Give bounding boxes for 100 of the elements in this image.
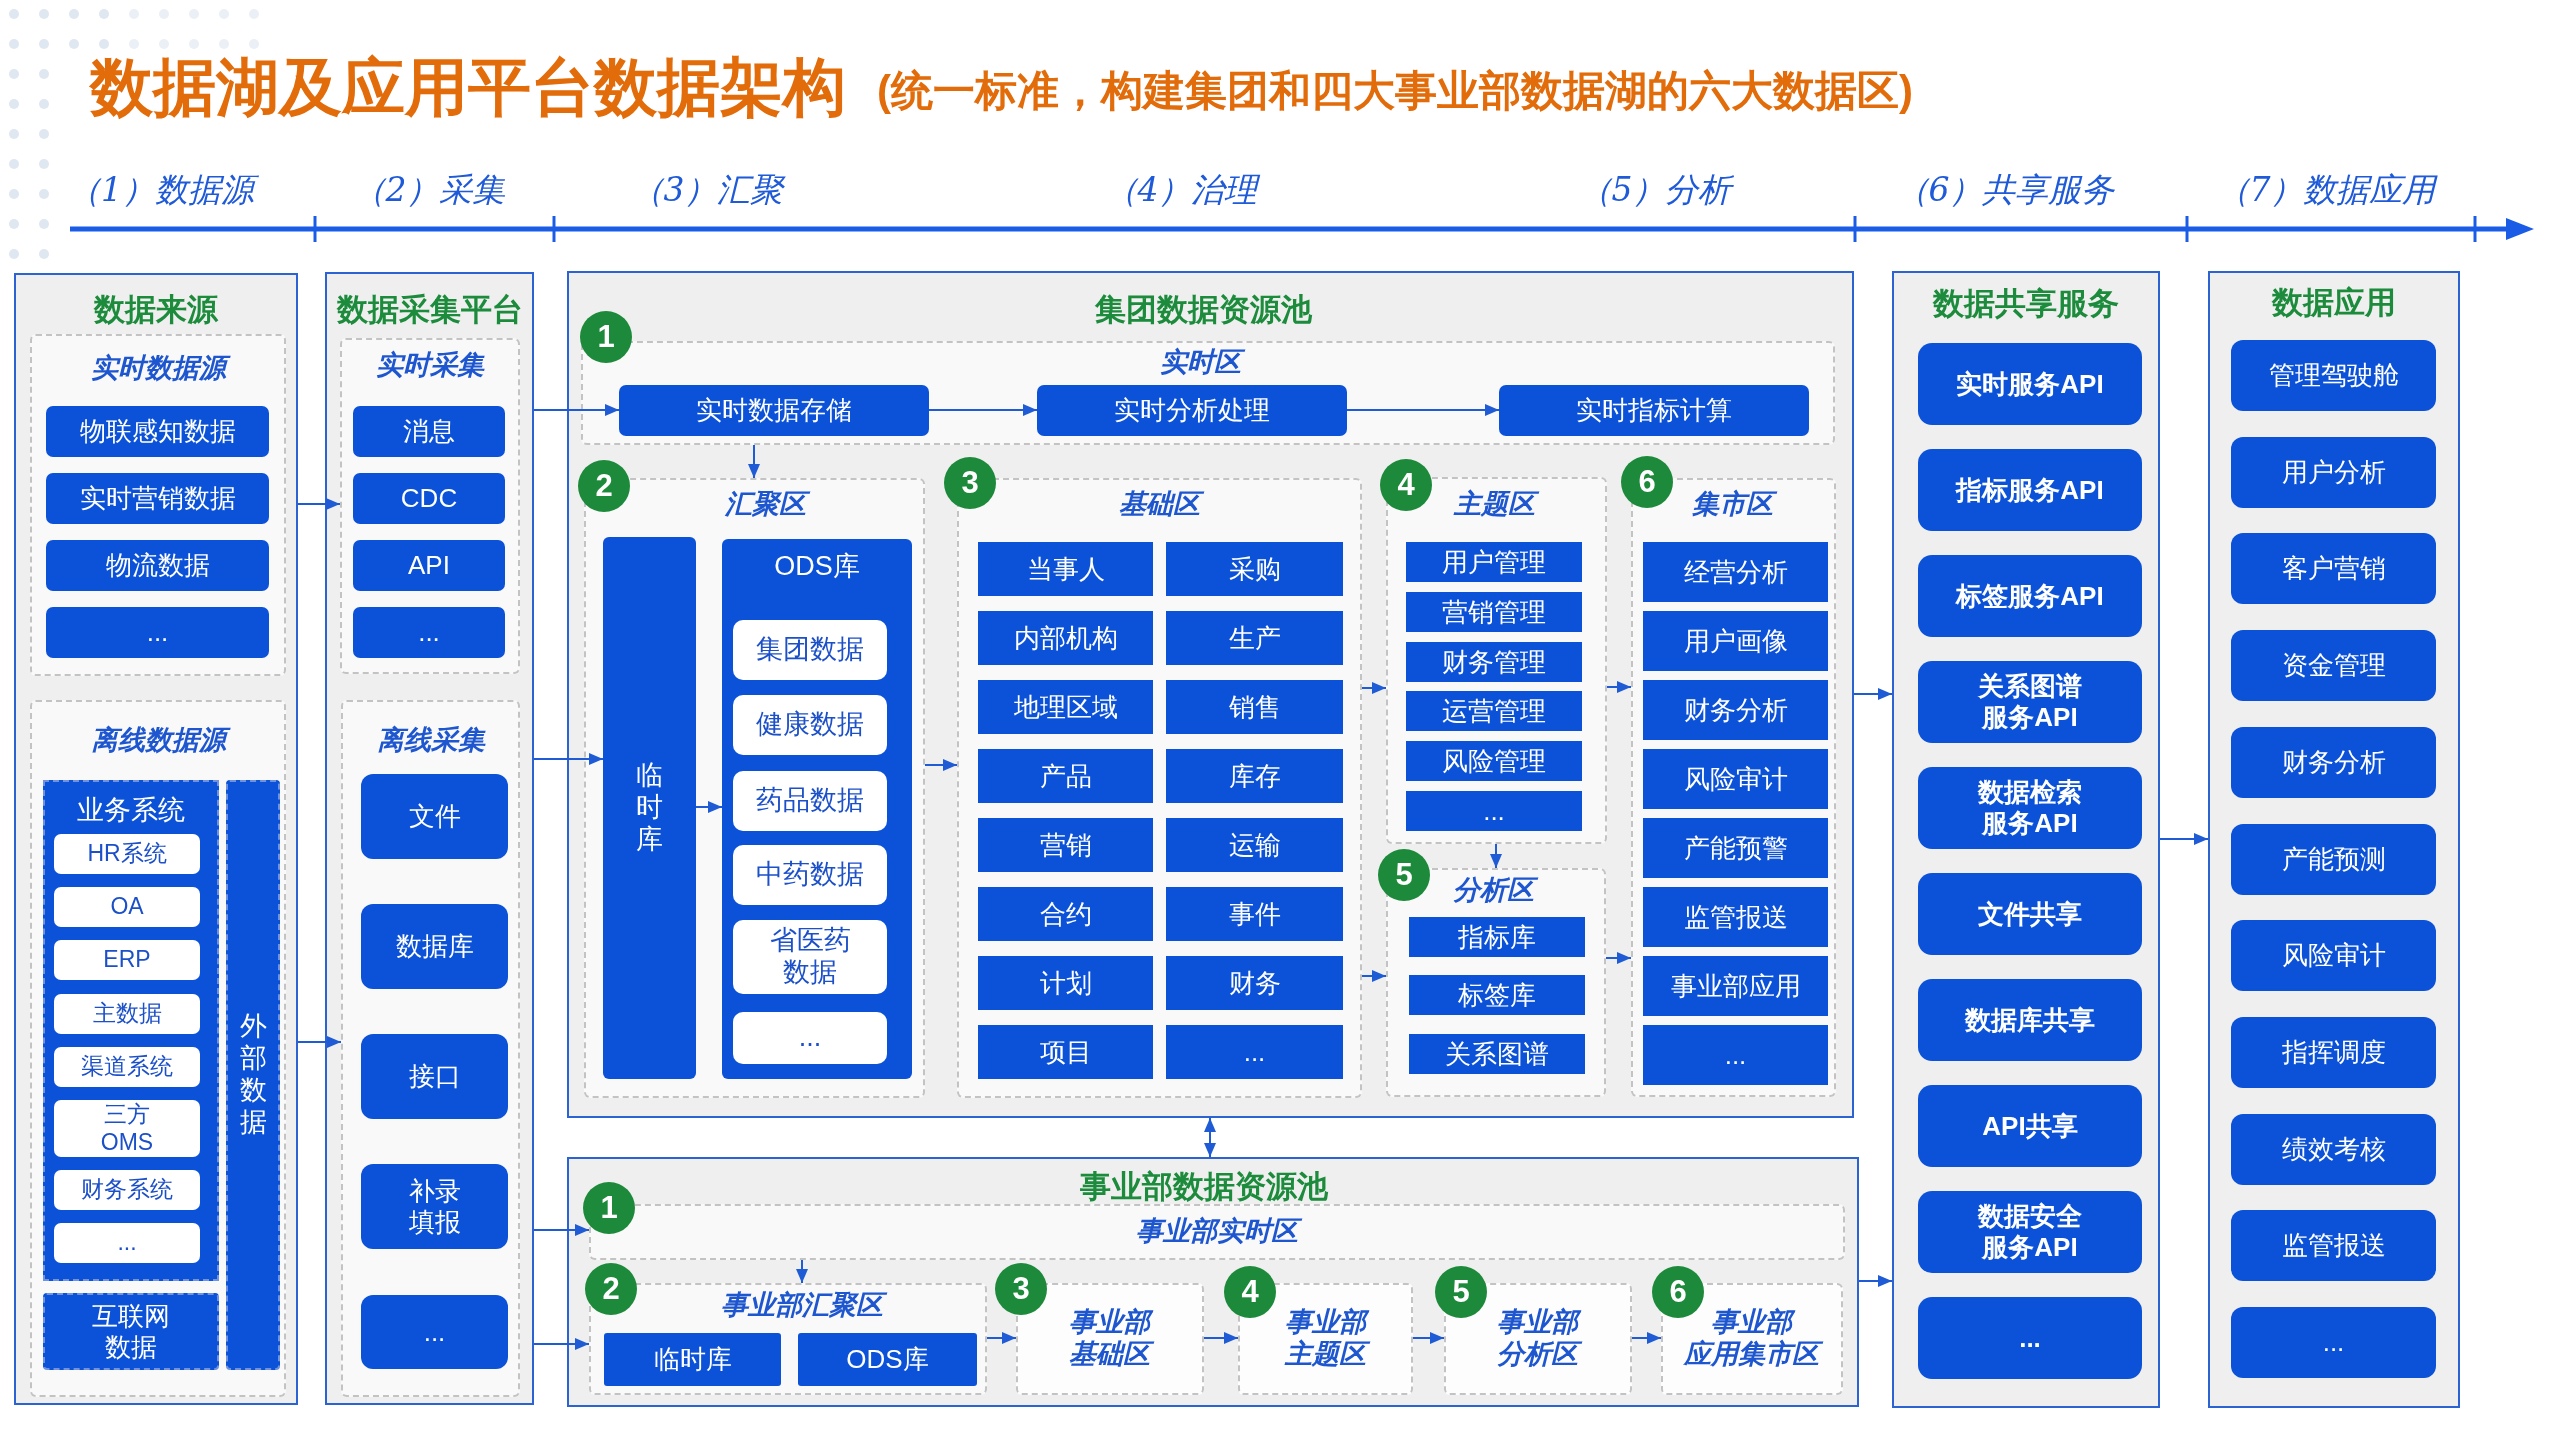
item-box: 地理区域 — [978, 680, 1153, 734]
item-box: ... — [1918, 1297, 2142, 1379]
item-box: 风险审计 — [2231, 920, 2436, 991]
step-badge: 2 — [578, 460, 630, 512]
item-box: 数据安全服务API — [1918, 1191, 2142, 1273]
item-box: 财务管理 — [1406, 642, 1582, 682]
item-box: ... — [1643, 1025, 1828, 1085]
arrow — [2159, 833, 2209, 845]
item-box: 管理驾驶舱 — [2231, 340, 2436, 411]
item-box: 事件 — [1166, 887, 1343, 941]
arrow — [986, 1332, 1017, 1344]
item-box: 集团数据 — [733, 620, 887, 680]
arrow — [1605, 952, 1632, 964]
group-title: 业务系统 — [77, 794, 185, 828]
item-box: 物流数据 — [46, 540, 269, 591]
step-badge: 4 — [1224, 1266, 1276, 1318]
item-box: ... — [46, 607, 269, 658]
step-badge: 5 — [1378, 849, 1430, 901]
item-box: 营销管理 — [1406, 592, 1582, 632]
item-box: 项目 — [978, 1025, 1153, 1079]
panel — [567, 1157, 1859, 1407]
arrow — [928, 404, 1038, 416]
item-box: 实时分析处理 — [1037, 385, 1347, 436]
item-box: 临时库 — [603, 537, 696, 1079]
zone-title: 离线数据源 — [82, 724, 234, 758]
item-box: 财务分析 — [2231, 727, 2436, 798]
arrow — [748, 444, 760, 479]
panel-title: 集团数据资源池 — [1094, 290, 1312, 329]
item-box: 当事人 — [978, 542, 1153, 596]
zone-box — [340, 338, 520, 674]
zone-title: 事业部汇聚区 — [712, 1289, 892, 1323]
panel — [325, 272, 534, 1405]
zone-title: 分析区 — [1444, 874, 1542, 908]
group-box — [722, 539, 912, 1079]
item-box: 库存 — [1166, 749, 1343, 803]
arrow — [1853, 688, 1893, 700]
item-box: 风险审计 — [1643, 749, 1828, 809]
item-box: ... — [733, 1012, 887, 1064]
panel-title: 事业部数据资源池 — [1080, 1167, 1328, 1206]
item-box: 营销 — [978, 818, 1153, 872]
zone-box — [30, 334, 286, 676]
item-box: 消息 — [353, 406, 505, 457]
item-box: API共享 — [1918, 1085, 2142, 1167]
zone-title: 实时区 — [1151, 346, 1249, 380]
item-box: 财务 — [1166, 956, 1343, 1010]
item-box: 销售 — [1166, 680, 1343, 734]
zone-box — [30, 700, 286, 1397]
item-box: 用户管理 — [1406, 542, 1582, 582]
panel-title: 数据共享服务 — [1933, 284, 2119, 323]
item-box: 实时服务API — [1918, 343, 2142, 425]
item-box: 用户分析 — [2231, 437, 2436, 508]
panel — [567, 271, 1854, 1118]
arrow — [1203, 1332, 1239, 1344]
zone-title: 基础区 — [1110, 488, 1208, 522]
item-box: 指挥调度 — [2231, 1017, 2436, 1088]
item-box: 资金管理 — [2231, 630, 2436, 701]
item-box: 文件共享 — [1918, 873, 2142, 955]
arrow — [533, 753, 604, 765]
item-box: 健康数据 — [733, 695, 887, 755]
item-box: ODS库 — [798, 1333, 977, 1386]
item-box: 省医药数据 — [733, 920, 887, 994]
item-box: 主数据 — [54, 994, 200, 1034]
step-badge: 6 — [1652, 1266, 1704, 1318]
item-box: 外部数据 — [226, 780, 280, 1370]
item-box: 接口 — [361, 1034, 508, 1119]
stage-label: （3）汇聚 — [629, 169, 787, 211]
step-badge: 2 — [585, 1263, 637, 1315]
item-box: 标签库 — [1409, 975, 1585, 1015]
step-badge: 3 — [995, 1263, 1047, 1315]
panel-title: 数据采集平台 — [336, 290, 523, 329]
item-box: 互联网数据 — [43, 1293, 219, 1370]
zone-box — [341, 700, 520, 1397]
item-box: 中药数据 — [733, 845, 887, 905]
zone-title: 实时采集 — [375, 349, 486, 383]
item-box: 产品 — [978, 749, 1153, 803]
item-box: 监管报送 — [2231, 1210, 2436, 1281]
item-box: 关系图谱服务API — [1918, 661, 2142, 743]
arrow — [1490, 843, 1502, 869]
panel — [2208, 271, 2460, 1408]
item-box: ... — [2231, 1307, 2436, 1378]
panel-title: 数据来源 — [94, 290, 218, 329]
arrow — [695, 801, 723, 813]
item-box: 物联感知数据 — [46, 406, 269, 457]
step-badge: 1 — [580, 311, 632, 363]
arrow — [796, 1259, 808, 1284]
step-badge: 1 — [583, 1182, 635, 1234]
zone-title: 实时数据源 — [82, 352, 234, 386]
zone-title: 离线采集 — [375, 724, 487, 758]
item-box: HR系统 — [54, 834, 200, 874]
arrow — [533, 1224, 590, 1236]
arrow — [1631, 1332, 1662, 1344]
item-box: 用户画像 — [1643, 611, 1828, 671]
panel — [14, 273, 298, 1405]
item-box: 指标库 — [1409, 917, 1585, 957]
title: 数据湖及应用平台数据架构 — [90, 50, 846, 124]
step-badge: 3 — [944, 457, 996, 509]
item-box: 临时库 — [604, 1333, 781, 1386]
stage-label: （2）采集 — [351, 169, 507, 211]
item-box: 经营分析 — [1643, 542, 1828, 602]
arrow — [1606, 681, 1632, 693]
